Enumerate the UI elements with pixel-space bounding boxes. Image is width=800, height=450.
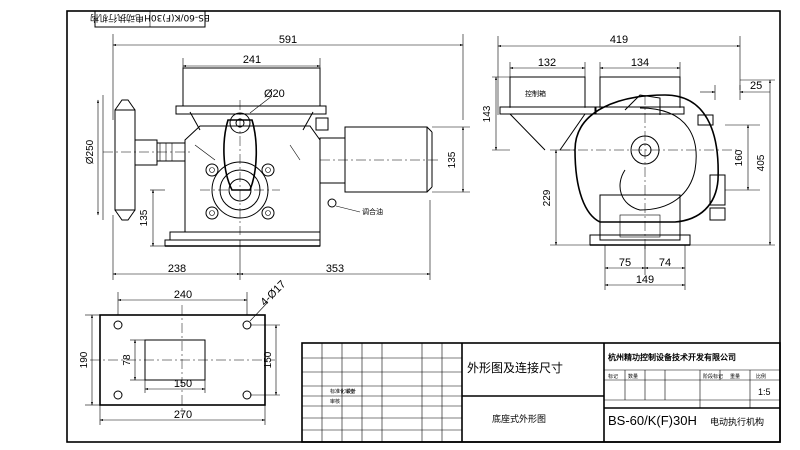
dim-front-353: 353	[326, 263, 344, 275]
model-number: BS-60/K(F)30H	[608, 413, 697, 428]
dim-side-143: 143	[482, 105, 493, 122]
dim-plan-150h: 150	[174, 378, 192, 390]
dim-side-75: 75	[619, 257, 631, 269]
dim-side-134: 134	[631, 57, 649, 69]
dim-handwheel: Ø250	[85, 139, 96, 164]
product-name: 电动执行机构	[710, 416, 764, 428]
dim-side-74: 74	[659, 257, 671, 269]
dim-plan-150v: 150	[263, 351, 274, 368]
company-name: 杭州精功控制设备技术开发有限公司	[608, 352, 736, 362]
label-designer: 设计	[346, 388, 356, 395]
label-ratio: 比例	[756, 373, 766, 380]
control-box-label: 控制箱	[525, 89, 546, 98]
dim-pin: Ø20	[264, 88, 285, 100]
dim-plan-240: 240	[174, 289, 192, 301]
scale-value: 1:5	[758, 387, 771, 397]
title-strip-text: BS-60/K(F)30H电动执行机构	[90, 12, 210, 24]
oil-label: 调合油	[362, 207, 383, 216]
dim-plan-78: 78	[122, 354, 133, 366]
label-mark: 标记	[608, 373, 618, 380]
dim-front-238: 238	[168, 263, 186, 275]
dim-plan-holes: 4-Ø17	[258, 278, 288, 308]
dim-plan-190: 190	[79, 351, 90, 368]
dim-side-132: 132	[538, 57, 556, 69]
dim-plan-270: 270	[174, 409, 192, 421]
dim-side-149: 149	[636, 274, 654, 286]
label-check: 审核	[330, 398, 340, 405]
label-std: 标准化审查	[330, 388, 355, 395]
dim-side-25: 25	[750, 80, 762, 92]
drawing-title: 外形图及连接尺寸	[467, 360, 563, 375]
drawing-subtitle: 底座式外形图	[492, 413, 546, 425]
dim-side-419: 419	[610, 34, 628, 46]
label-qty: 数量	[628, 373, 638, 380]
dim-side-229: 229	[542, 189, 553, 206]
dim-motor: 135	[447, 151, 458, 168]
dim-front-241: 241	[243, 54, 261, 66]
label-stage: 阶段标记	[703, 373, 723, 380]
label-weight: 重量	[730, 373, 740, 380]
title-block: 标准化审查 设计 审核 外形图及连接尺寸 底座式外形图 杭州精功控制设备技术开发…	[301, 342, 781, 443]
side-view: 419 132 134 控制箱 143	[482, 34, 775, 290]
base-plan-view: 240 4-Ø17 190 78 150 150 270	[79, 278, 288, 425]
title-strip: BS-60/K(F)30H电动执行机构	[90, 10, 210, 28]
front-view: 591 241 Ø250 Ø20	[85, 34, 470, 280]
dim-front-135: 135	[139, 209, 150, 226]
dim-front-591: 591	[279, 34, 297, 46]
dim-side-405: 405	[756, 154, 767, 171]
dim-side-160: 160	[734, 149, 745, 166]
